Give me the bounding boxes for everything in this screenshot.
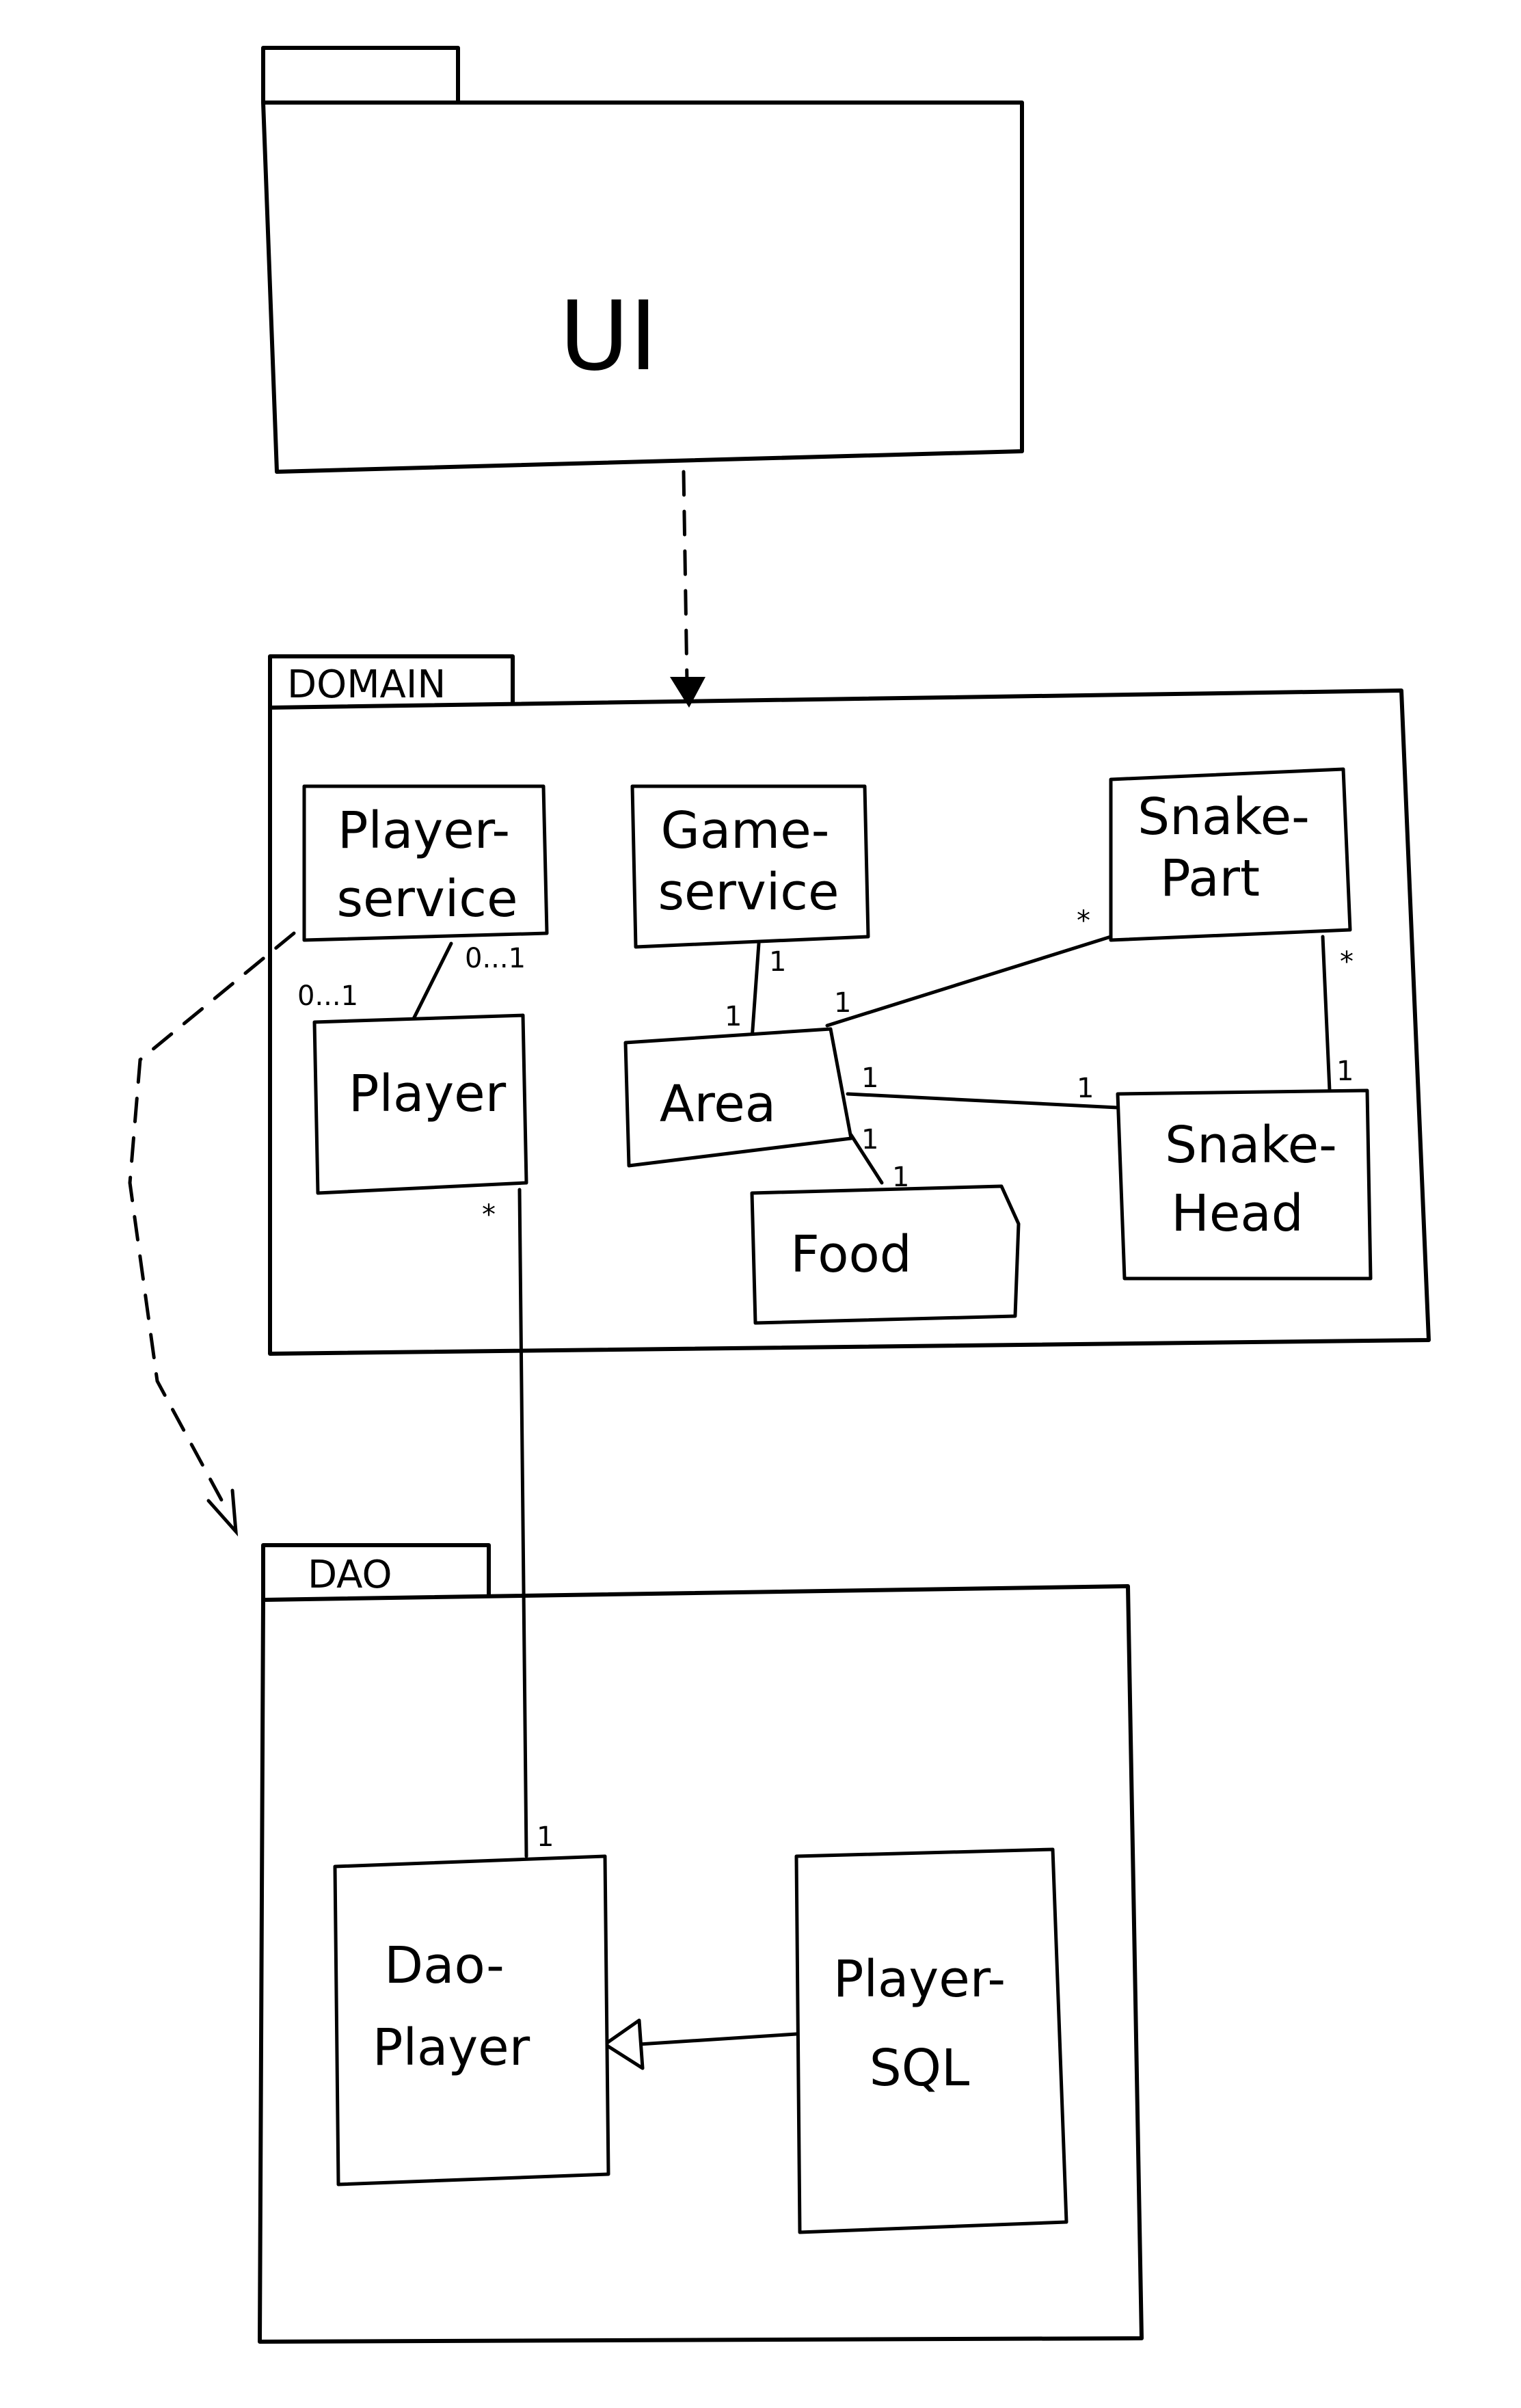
association-gameservice-area (750, 941, 761, 1041)
mult-playerservice-player-player-end: 0...1 (297, 980, 358, 1012)
class-player-sql-name-line1: Player- (833, 1950, 1006, 2009)
class-food-name: Food (790, 1225, 911, 1284)
class-snake-part[interactable]: Snake- Part (1109, 767, 1352, 942)
mult-area-snakepart-part-end: * (1077, 905, 1090, 937)
class-area-name: Area (660, 1075, 776, 1134)
class-game-service-name-line2: service (658, 863, 839, 922)
class-area[interactable]: Area (623, 1027, 853, 1168)
class-snake-part-name-line2: Part (1160, 849, 1260, 908)
association-playerservice-player (412, 941, 453, 1021)
mult-area-food-area-end: 1 (861, 1124, 878, 1155)
class-snake-part-name-line1: Snake- (1138, 788, 1310, 846)
mult-player-daoplayer-dao-end: 1 (537, 1821, 554, 1853)
dependency-ui-to-domain (682, 470, 689, 686)
dependency-ui-to-domain-arrowhead (670, 677, 705, 708)
class-dao-player-name-line1: Dao- (384, 1936, 504, 1995)
ui-package-name: UI (559, 281, 658, 392)
mult-snakepart-snakehead-head-end: 1 (1336, 1056, 1354, 1087)
mult-area-food-food-end: 1 (892, 1162, 909, 1193)
class-player[interactable]: Player (312, 1013, 528, 1195)
class-snake-head-name-line2: Head (1171, 1184, 1304, 1243)
mult-gameservice-area-area-end: 1 (725, 1001, 742, 1032)
class-player-service[interactable]: Player- service (302, 784, 549, 942)
class-snake-head-name-line1: Snake- (1165, 1116, 1337, 1175)
mult-gameservice-area-service-end: 1 (769, 946, 786, 978)
dependency-playerservice-to-dao-arrowhead (206, 1488, 239, 1537)
mult-playerservice-player-service-end: 0...1 (465, 943, 526, 974)
class-dao-player-name-line2: Player (373, 2018, 530, 2077)
ui-package-body (261, 101, 1024, 474)
class-player-service-name-line1: Player- (338, 801, 510, 860)
realization-playersql-daoplayer-arrowhead (603, 2018, 645, 2070)
association-area-snakehead (846, 1092, 1120, 1110)
mult-area-snakehead-head-end: 1 (1077, 1073, 1094, 1104)
dependency-playerservice-to-dao (128, 931, 296, 1510)
association-area-food (849, 1133, 884, 1185)
realization-playersql-daoplayer (637, 2032, 798, 2046)
class-food[interactable]: Food (750, 1184, 1021, 1325)
class-game-service-name-line1: Game- (660, 801, 829, 860)
class-player-sql[interactable]: Player- SQL (794, 1847, 1068, 2234)
class-player-sql-name-line2: SQL (870, 2039, 969, 2098)
mult-area-snakepart-area-end: 1 (834, 987, 851, 1019)
ui-package[interactable]: UI (261, 46, 1024, 474)
mult-player-daoplayer-player-end: * (482, 1199, 496, 1231)
class-player-service-name-line2: service (336, 870, 517, 928)
association-snakepart-snakehead (1321, 935, 1332, 1093)
ui-package-tab (261, 46, 460, 105)
class-game-service[interactable]: Game- service (630, 784, 870, 949)
association-player-daoplayer (517, 1188, 528, 1858)
mult-area-snakehead-area-end: 1 (861, 1062, 878, 1094)
class-player-name: Player (349, 1065, 507, 1123)
dao-package-name: DAO (308, 1553, 392, 1597)
domain-package-name: DOMAIN (287, 663, 446, 707)
class-dao-player[interactable]: Dao- Player (333, 1854, 610, 2186)
association-area-snakepart (825, 935, 1113, 1028)
mult-snakepart-snakehead-part-end: * (1340, 946, 1354, 978)
class-snake-head[interactable]: Snake- Head (1116, 1088, 1373, 1281)
